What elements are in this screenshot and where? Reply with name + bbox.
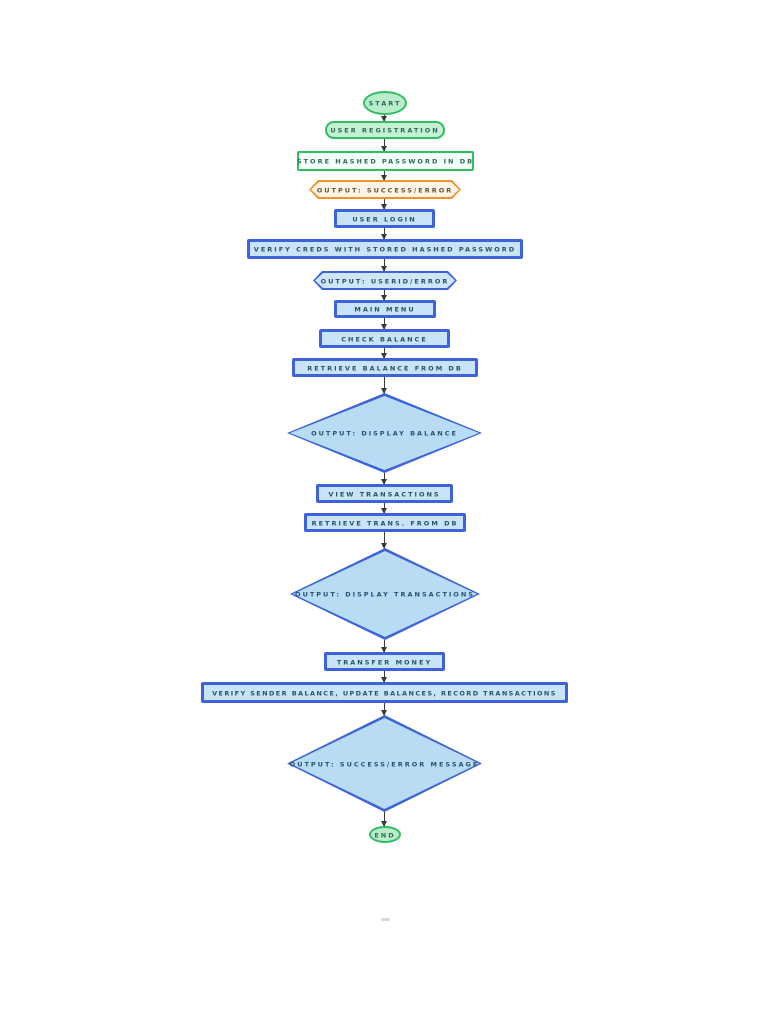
- flow-node-verify-sender-balance: VERIFY SENDER BALANCE, UPDATE BALANCES, …: [201, 682, 568, 703]
- flow-node-main-menu: MAIN MENU: [334, 300, 436, 318]
- flow-arrow-icon: [381, 318, 387, 330]
- flow-node-output-userid-error: OUTPUT: USERID/ERROR: [313, 271, 457, 290]
- hexagon-fill-shape: [311, 182, 459, 197]
- flow-node-start: START: [363, 91, 407, 115]
- flow-node-label: TRANSFER MONEY: [336, 658, 433, 666]
- flow-arrow-icon: [381, 290, 387, 301]
- flow-node-view-transactions: VIEW TRANSACTIONS: [316, 484, 453, 503]
- flow-node-output-display-transactions: OUTPUT: DISPLAY TRANSACTIONS: [290, 548, 480, 640]
- flow-node-label: OUTPUT: DISPLAY BALANCE: [311, 429, 458, 438]
- flow-node-label: RETRIEVE BALANCE FROM DB: [307, 364, 463, 372]
- flow-node-label: USER LOGIN: [352, 215, 417, 223]
- flow-node-label: VIEW TRANSACTIONS: [328, 490, 441, 498]
- flow-arrow-icon: [381, 139, 387, 152]
- flow-node-transfer-money: TRANSFER MONEY: [324, 652, 445, 671]
- flow-arrow-icon: [381, 671, 387, 683]
- flow-arrow-icon: [381, 703, 387, 716]
- flow-node-output-success-error: OUTPUT: SUCCESS/ERROR: [309, 180, 461, 199]
- flow-node-label: STORE HASHED PASSWORD IN DB: [296, 157, 475, 166]
- flow-node-user-login: USER LOGIN: [334, 209, 435, 228]
- flow-node-end: END: [369, 826, 401, 843]
- flow-node-label: MAIN MENU: [354, 305, 416, 314]
- flow-node-label: OUTPUT: SUCCESS/ERROR: [316, 186, 454, 194]
- flow-node-label: USER REGISTRATION: [330, 126, 440, 135]
- flow-node-store-hashed-password: STORE HASHED PASSWORD IN DB: [297, 151, 474, 171]
- flow-node-label: VERIFY SENDER BALANCE, UPDATE BALANCES, …: [212, 689, 557, 697]
- flow-node-verify-creds: VERIFY CREDS WITH STORED HASHED PASSWORD: [247, 239, 523, 259]
- flow-arrow-icon: [381, 171, 387, 181]
- flow-node-label: CHECK BALANCE: [341, 335, 428, 343]
- flow-arrow-icon: [381, 503, 387, 514]
- flow-node-label: RETRIEVE TRANS. FROM DB: [311, 519, 459, 527]
- flow-arrow-icon: [381, 377, 387, 394]
- flow-arrow-icon: [381, 348, 387, 359]
- flow-node-user-registration: USER REGISTRATION: [325, 121, 445, 139]
- flow-node-check-balance: CHECK BALANCE: [319, 329, 450, 348]
- flow-node-retrieve-balance: RETRIEVE BALANCE FROM DB: [292, 358, 478, 377]
- flow-node-label: END: [374, 831, 396, 839]
- flow-node-label: START: [368, 99, 402, 108]
- page-footer-mark: [381, 918, 390, 921]
- flow-node-label: VERIFY CREDS WITH STORED HASHED PASSWORD: [253, 245, 517, 254]
- flow-arrow-icon: [381, 115, 387, 122]
- flow-arrow-icon: [381, 640, 387, 653]
- flow-node-output-success-error-message: OUTPUT: SUCCESS/ERROR MESSAGE: [287, 715, 482, 812]
- flow-node-label: OUTPUT: USERID/ERROR: [320, 277, 450, 285]
- hexagon-fill-shape: [315, 273, 455, 288]
- flow-node-retrieve-trans: RETRIEVE TRANS. FROM DB: [304, 513, 466, 532]
- flow-arrow-icon: [381, 259, 387, 272]
- flow-arrow-icon: [381, 532, 387, 549]
- flow-arrow-icon: [381, 199, 387, 210]
- flow-node-label: OUTPUT: SUCCESS/ERROR MESSAGE: [289, 760, 480, 768]
- flow-node-label: OUTPUT: DISPLAY TRANSACTIONS: [295, 590, 475, 599]
- flow-node-output-display-balance: OUTPUT: DISPLAY BALANCE: [287, 393, 482, 473]
- flow-arrow-icon: [381, 812, 387, 827]
- flow-arrow-icon: [381, 473, 387, 485]
- flow-arrow-icon: [381, 228, 387, 240]
